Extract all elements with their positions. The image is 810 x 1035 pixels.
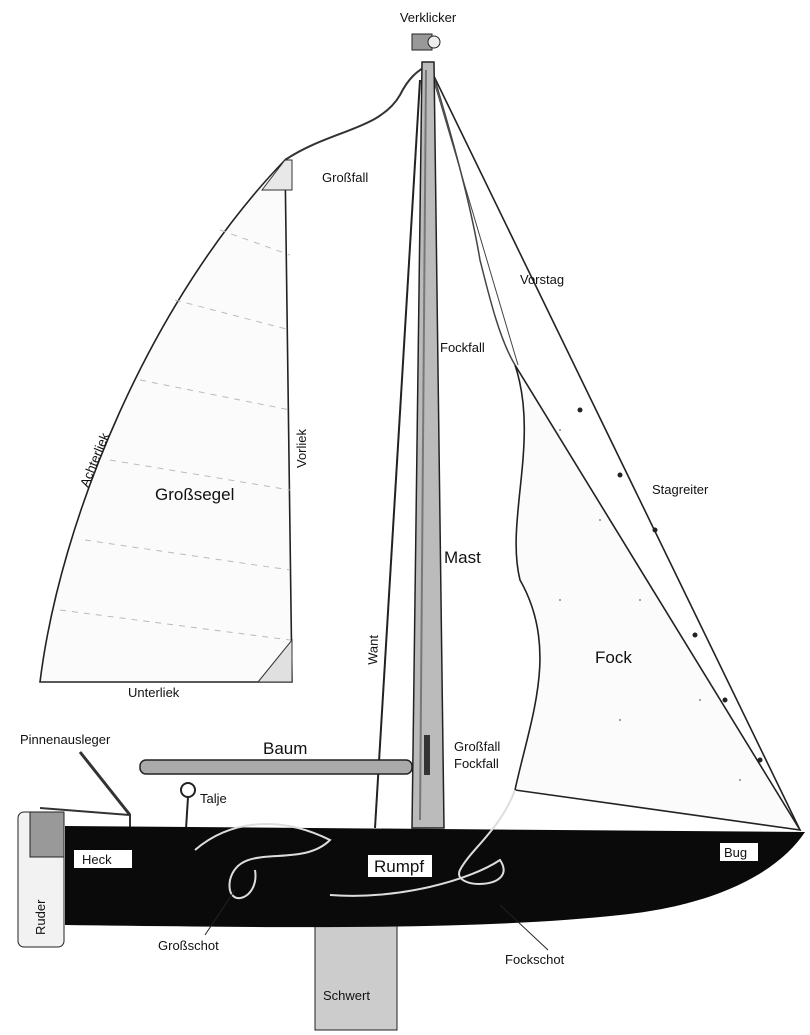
label-pinnenausleger: Pinnenausleger	[20, 732, 111, 747]
label-grossfall-top: Großfall	[322, 170, 368, 185]
centerboard	[314, 919, 398, 1031]
label-unterliek: Unterliek	[128, 685, 180, 700]
label-fockfall-cleat: Fockfall	[454, 756, 499, 771]
mainsail-head-patch	[260, 159, 293, 191]
label-grossfall-cleat: Großfall	[454, 739, 500, 754]
label-vorstag: Vorstag	[520, 272, 564, 287]
label-want: Want	[365, 634, 381, 665]
jib-sheet	[329, 789, 516, 897]
verklicker-icon	[411, 33, 433, 51]
label-grossschot: Großschot	[158, 938, 219, 953]
halyard-cleat	[424, 735, 430, 775]
label-vorliek: Vorliek	[294, 428, 309, 468]
label-bug: Bug	[724, 845, 747, 860]
label-baum: Baum	[263, 739, 307, 758]
mast	[411, 61, 445, 829]
label-heck: Heck	[82, 852, 112, 867]
label-ruder: Ruder	[33, 899, 48, 935]
label-verklicker: Verklicker	[400, 10, 457, 25]
jib-stipple	[559, 429, 741, 781]
main-sheet	[194, 823, 332, 900]
label-fockfall-top: Fockfall	[440, 340, 485, 355]
label-schwert: Schwert	[323, 988, 370, 1003]
label-grosssegel: Großsegel	[155, 485, 234, 504]
hull	[65, 826, 805, 928]
jib	[514, 364, 802, 832]
label-talje: Talje	[200, 791, 227, 806]
label-fock: Fock	[595, 648, 632, 667]
mast-shading	[419, 69, 427, 821]
stagreiter-hanks	[577, 407, 763, 763]
forestay	[429, 67, 801, 831]
label-rumpf: Rumpf	[374, 857, 424, 876]
label-mast: Mast	[444, 548, 481, 567]
main-halyard	[284, 65, 427, 161]
mainsail-seams	[59, 229, 291, 641]
mainsail	[39, 158, 293, 683]
talje-block	[180, 782, 196, 798]
boom	[139, 759, 413, 775]
label-stagreiter: Stagreiter	[652, 482, 709, 497]
jib-halyard	[431, 69, 516, 366]
tiller-extension	[78, 751, 132, 816]
label-fockschot: Fockschot	[505, 952, 565, 967]
shroud	[374, 79, 421, 829]
mainsail-clew-patch	[256, 638, 293, 683]
forestay-2	[429, 67, 519, 366]
